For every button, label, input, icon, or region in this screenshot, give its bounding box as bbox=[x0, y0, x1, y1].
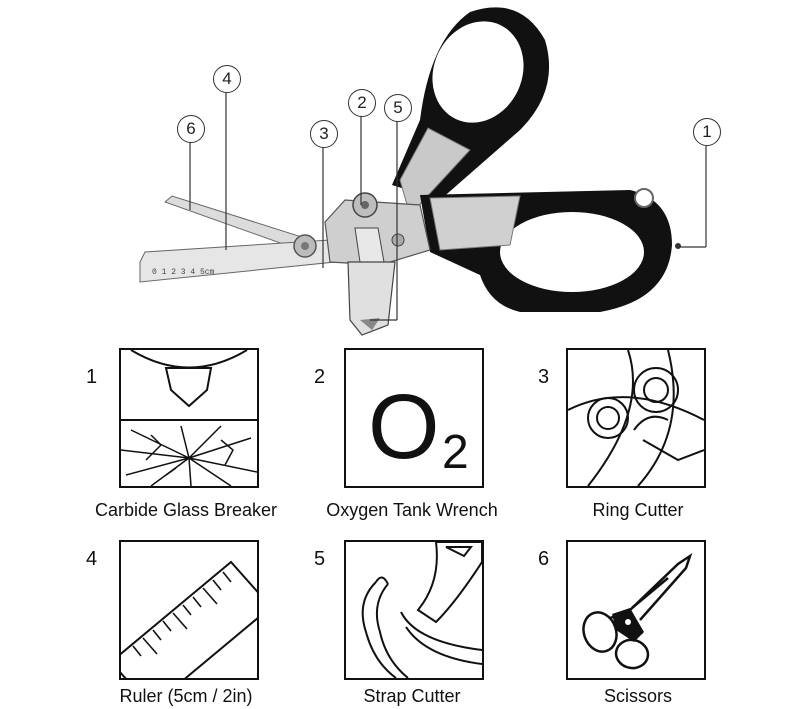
feature-caption: Ring Cutter bbox=[592, 500, 684, 520]
callout-lines bbox=[189, 91, 707, 321]
callout-3: 3 bbox=[310, 120, 338, 148]
feature-number: 2 bbox=[314, 366, 326, 388]
feature-caption: Carbide Glass Breaker bbox=[94, 500, 278, 520]
blades: 0 1 2 3 4 5cm bbox=[139, 195, 336, 283]
bottom-handle bbox=[420, 188, 681, 312]
feature-number: 1 bbox=[86, 366, 98, 388]
feature-number: 3 bbox=[538, 366, 550, 388]
feature-number: 6 bbox=[538, 548, 550, 570]
feature-caption: Ruler (5cm / 2in) bbox=[119, 686, 253, 706]
callout-1: 1 bbox=[693, 118, 721, 146]
callout-2: 2 bbox=[348, 89, 376, 117]
rescue-shears-drawing: 0 1 2 3 4 5cm bbox=[139, 7, 707, 336]
feature-caption: Oxygen Tank Wrench bbox=[326, 500, 498, 520]
feature-number: 4 bbox=[86, 548, 98, 570]
o2-letter: O bbox=[368, 376, 440, 478]
tool-illustration: 0 1 2 3 4 5cm 1 2 3 4 5 6 bbox=[0, 0, 800, 345]
callout-6: 6 bbox=[177, 115, 205, 143]
glass-breaker-icon bbox=[119, 348, 259, 488]
strap-cutter-icon bbox=[344, 540, 484, 680]
o2-icon: O 2 bbox=[344, 348, 484, 488]
feature-caption: Scissors bbox=[603, 686, 672, 706]
callout-4: 4 bbox=[213, 65, 241, 93]
ring-cutter-icon bbox=[566, 348, 706, 488]
ruler-markings: 0 1 2 3 4 5cm bbox=[152, 268, 215, 277]
callout-5: 5 bbox=[384, 94, 412, 122]
o2-subscript: 2 bbox=[442, 426, 469, 479]
ruler-icon bbox=[119, 540, 259, 680]
hinge-assembly bbox=[324, 192, 431, 336]
feature-number: 5 bbox=[314, 548, 326, 570]
scissors-icon bbox=[566, 540, 706, 680]
feature-caption: Strap Cutter bbox=[363, 686, 461, 706]
top-handle bbox=[392, 7, 550, 216]
